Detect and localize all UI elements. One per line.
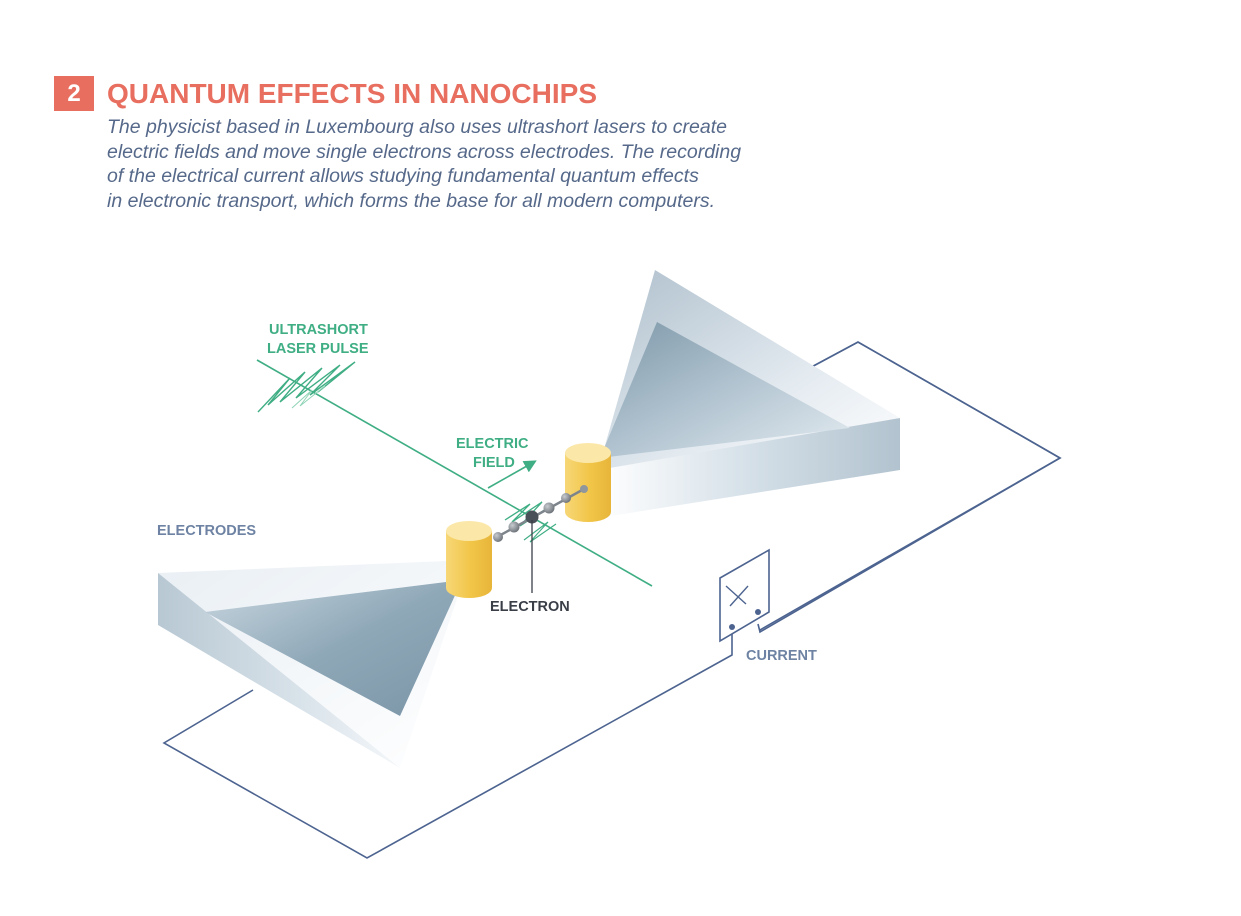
gold-contact-left (446, 521, 492, 598)
circuit-wire-loop (162, 341, 1062, 859)
electron-chain (493, 485, 588, 542)
electrode-left (158, 560, 470, 768)
ammeter (719, 548, 770, 643)
intro-paragraph: The physicist based in Luxembourg also u… (107, 115, 847, 213)
intro-line: of the electrical current allows studyin… (107, 165, 699, 187)
section-number-badge: 2 (54, 76, 94, 111)
electric-field-arrow (487, 460, 537, 489)
gold-contact-right (565, 443, 611, 522)
intro-line: The physicist based in Luxembourg also u… (107, 116, 727, 138)
field-label-line2: FIELD (473, 455, 515, 471)
electrode-right (598, 270, 900, 518)
laser-label-line1: ULTRASHORT (269, 322, 368, 338)
intro-line: in electronic transport, which forms the… (107, 189, 716, 212)
intro-line: electric fields and move single electron… (107, 140, 742, 163)
field-label-line1: ELECTRIC (456, 436, 529, 452)
laser-label-line2: LASER PULSE (267, 341, 369, 357)
electrodes-label: ELECTRODES (157, 523, 256, 539)
electron-label: ELECTRON (490, 599, 570, 615)
section-title: QUANTUM EFFECTS IN NANOCHIPS (107, 78, 597, 109)
current-label: CURRENT (746, 648, 817, 664)
